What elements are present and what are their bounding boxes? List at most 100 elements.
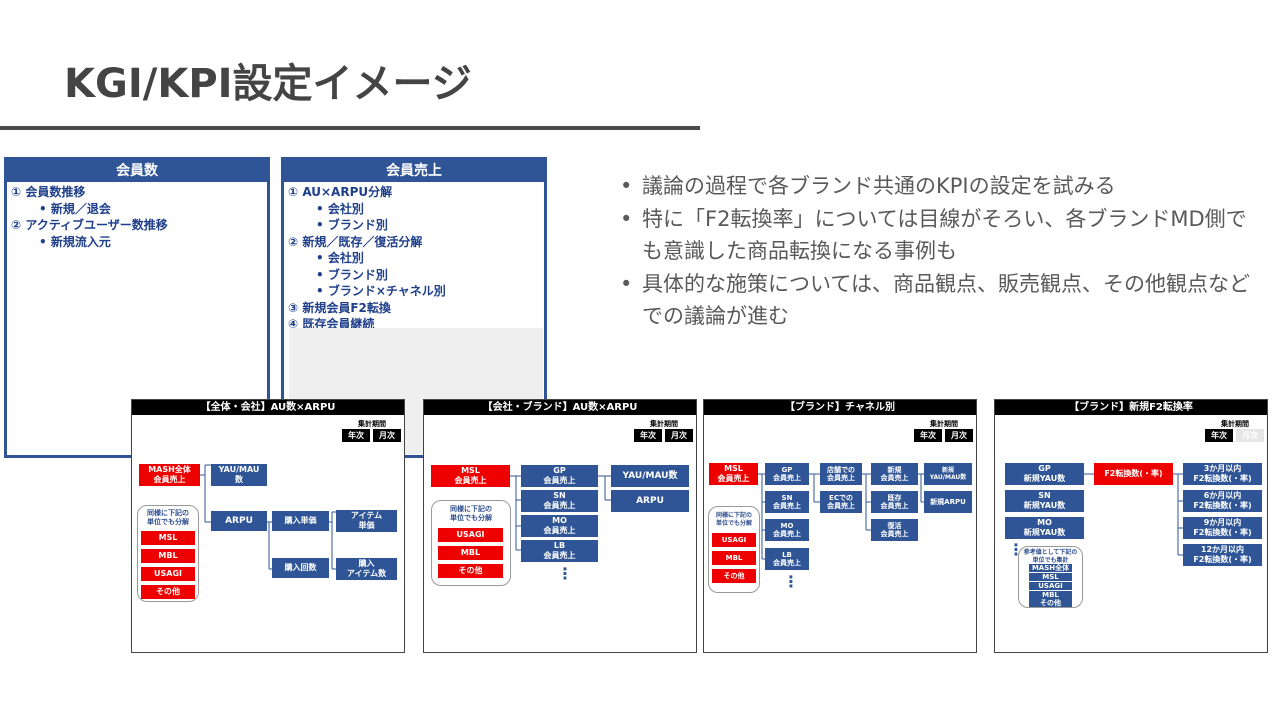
brand-node: GP 会員売上	[765, 463, 809, 485]
month-tab[interactable]: 月次	[373, 429, 401, 442]
list-item: • 新規流入元	[39, 234, 111, 249]
brand-new-yau-node: SN 新規YAU数	[1005, 490, 1084, 512]
list-item: ① AU×ARPU分解	[288, 185, 393, 199]
existing-sales-node: 既存 会員売上	[871, 491, 918, 513]
bullet-item: 具体的な施策については、商品観点、販売観点、その他観点などでの議論が進む	[620, 268, 1260, 333]
member-sales-list: ① AU×ARPU分解 • 会社別 • ブランド別 ② 新規／既存／復活分解 •…	[288, 184, 540, 333]
ec-sales-node: ECでの 会員売上	[820, 491, 862, 513]
diagram-header: 【ブランド】チャネル別	[704, 400, 976, 415]
diagram-header: 【ブランド】新規F2転換率	[995, 400, 1267, 415]
period-label: 集計期間	[358, 420, 386, 428]
item-count-node: 購入 アイテム数	[336, 558, 397, 580]
unit-price-node: 購入単価	[272, 511, 329, 531]
new-arpu-node: 新規ARPU	[924, 491, 972, 513]
diagram-total-company: 【全体・会社】AU数×ARPU 集計期間 年次 月次 MASH全体 会員売上 同…	[131, 399, 405, 653]
yau-mau-node: YAU/MAU数	[611, 465, 689, 487]
bullet-item: 議論の過程で各ブランド共通のKPIの設定を試みる	[620, 170, 1260, 203]
page-title: KGI/KPI設定イメージ	[64, 61, 472, 107]
group-item: USAGI	[1029, 582, 1072, 590]
f2-month-node: 6か月以内 F2転換数(・率)	[1183, 490, 1262, 512]
more-brands-ellipsis: ⋮	[783, 572, 799, 591]
new-yau-mau-node: 新規 YAU/MAU数	[924, 463, 972, 485]
list-item: • ブランド別	[316, 218, 388, 232]
revived-sales-node: 復活 会員売上	[871, 519, 918, 541]
period-label: 集計期間	[650, 420, 678, 428]
brand-node: MO 会員売上	[521, 515, 598, 537]
group-item: USAGI	[141, 567, 195, 581]
year-tab[interactable]: 年次	[342, 429, 370, 442]
group-item: MBL	[712, 551, 756, 565]
brand-node: GP 会員売上	[521, 465, 598, 487]
bullet-item: 特に「F2転換率」については目線がそろい、各ブランドMD側でも意識した商品転換に…	[620, 203, 1260, 268]
title-underline	[0, 126, 700, 130]
more-brands-ellipsis: ⋮	[557, 564, 573, 583]
list-item: • ブランド別	[316, 267, 388, 282]
brand-node: MO 会員売上	[765, 519, 809, 541]
list-item: • 新規／退会	[39, 201, 111, 216]
period-label: 集計期間	[930, 420, 958, 428]
list-item: • 会社別	[316, 251, 364, 265]
arpu-node: ARPU	[611, 490, 689, 512]
month-tab[interactable]: 月次	[1236, 429, 1264, 442]
connector-lines	[200, 464, 336, 570]
brand-node: LB 会員売上	[521, 540, 598, 562]
diagram-brand-f2: 【ブランド】新規F2転換率 集計期間 年次 月次 GP 新規YAU数 SN 新規…	[994, 399, 1268, 653]
group-item: MBL	[141, 549, 195, 563]
brand-node: SN 会員売上	[765, 491, 809, 513]
member-sales-header: 会員売上	[284, 160, 544, 182]
list-item: ④ 既存会員継続	[288, 317, 375, 331]
f2-month-node: 3か月以内 F2転換数(・率)	[1183, 463, 1262, 485]
brand-node: LB 会員売上	[765, 548, 809, 570]
f2-conversion-node: F2転換数(・率)	[1094, 463, 1173, 485]
member-count-header: 会員数	[7, 160, 267, 182]
year-tab[interactable]: 年次	[914, 429, 942, 442]
purchase-count-node: 購入回数	[272, 558, 329, 578]
diagram-brand-channel: 【ブランド】チャネル別 集計期間 年次 月次 MSL 会員売上 同様に下記の 単…	[703, 399, 977, 653]
root-node: MSL 会員売上	[709, 463, 758, 485]
month-tab[interactable]: 月次	[665, 429, 693, 442]
group-item: その他	[141, 585, 195, 599]
group-item: MSL	[1029, 573, 1072, 581]
yau-mau-node: YAU/MAU 数	[211, 464, 267, 486]
group-item: MASH全体	[1029, 564, 1072, 572]
group-note: 同様に下記の 単位でも分解	[147, 509, 189, 526]
year-tab[interactable]: 年次	[634, 429, 662, 442]
group-note: 同様に下記の 単位でも分解	[715, 512, 752, 527]
connector-lines	[758, 473, 924, 560]
f2-month-node: 12か月以内 F2転換数(・率)	[1183, 544, 1262, 566]
group-item: その他	[712, 569, 756, 583]
group-item: USAGI	[438, 528, 503, 542]
root-node: MSL 会員売上	[431, 465, 510, 487]
f2-month-node: 9か月以内 F2転換数(・率)	[1183, 517, 1262, 539]
diagram-header: 【全体・会社】AU数×ARPU	[132, 400, 404, 415]
diagram-header: 【会社・ブランド】AU数×ARPU	[424, 400, 696, 415]
item-price-node: アイテム 単価	[336, 510, 397, 532]
discussion-bullets: 議論の過程で各ブランド共通のKPIの設定を試みる 特に「F2転換率」については目…	[620, 170, 1260, 333]
new-sales-node: 新規 会員売上	[871, 463, 918, 485]
month-tab[interactable]: 月次	[945, 429, 973, 442]
group-item: その他	[438, 564, 503, 578]
member-count-list: ① 会員数推移 • 新規／退会 ② アクティブユーザー数推移 • 新規流入元	[11, 184, 263, 250]
group-item: MBL	[438, 546, 503, 560]
connector-lines	[1084, 473, 1183, 556]
group-item: その他	[1029, 599, 1072, 607]
list-item: • ブランド×チャネル別	[316, 284, 446, 298]
group-note: 同様に下記の 単位でも分解	[450, 505, 492, 522]
root-node: MASH全体 会員売上	[139, 464, 200, 486]
list-item: ① 会員数推移	[11, 185, 86, 199]
group-note: 参考値として下記の 単位でも集計	[1023, 549, 1078, 564]
group-item: MBL	[1029, 591, 1072, 599]
connector-lines	[510, 475, 611, 551]
list-item: ③ 新規会員F2転換	[288, 300, 391, 315]
arpu-node: ARPU	[211, 511, 267, 531]
list-item: ② アクティブユーザー数推移	[11, 218, 168, 232]
list-item: ② 新規／既存／復活分解	[288, 234, 423, 249]
year-tab[interactable]: 年次	[1205, 429, 1233, 442]
diagram-company-brand: 【会社・ブランド】AU数×ARPU 集計期間 年次 月次 MSL 会員売上 同様…	[423, 399, 697, 653]
group-item: MSL	[141, 531, 195, 545]
brand-new-yau-node: GP 新規YAU数	[1005, 463, 1084, 485]
brand-new-yau-node: MO 新規YAU数	[1005, 517, 1084, 539]
brand-node: SN 会員売上	[521, 490, 598, 512]
group-item: USAGI	[712, 533, 756, 547]
list-item: • 会社別	[316, 201, 364, 216]
